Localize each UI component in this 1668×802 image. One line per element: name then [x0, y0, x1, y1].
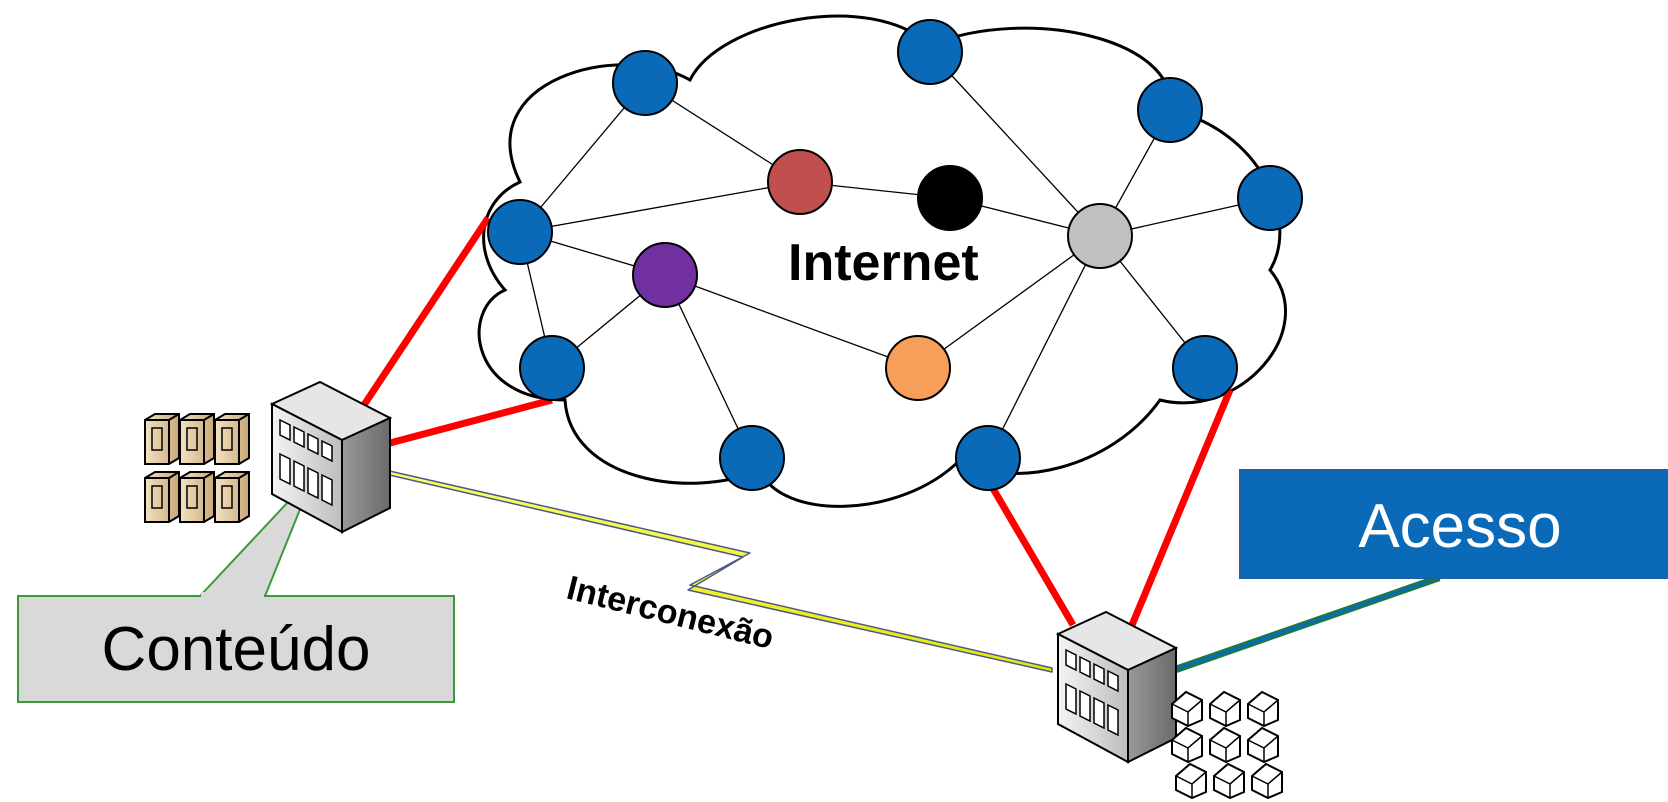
node-blue — [1172, 335, 1238, 401]
node-gray — [1067, 203, 1133, 269]
access-callout-text: Acesso — [1358, 492, 1561, 561]
uplinks — [359, 216, 1234, 627]
node-red — [767, 149, 833, 215]
node-blue — [519, 335, 585, 401]
node-purple — [632, 242, 698, 308]
internet-nodes — [487, 19, 1303, 491]
server-rack-icon — [144, 413, 250, 523]
node-blue — [612, 50, 678, 116]
node-blue — [487, 199, 553, 265]
interconnect-label: Interconexão — [563, 569, 778, 657]
content-callout-text: Conteúdo — [102, 615, 371, 684]
node-blue — [1137, 77, 1203, 143]
datacenter-building-icon — [269, 380, 393, 534]
internet-label: Internet — [788, 234, 979, 292]
access-callout: Acesso — [1157, 469, 1668, 677]
node-orange — [885, 335, 951, 401]
isp-building-icon — [1055, 610, 1179, 764]
house-icon — [1171, 690, 1283, 800]
node-blue — [719, 425, 785, 491]
node-black — [917, 165, 983, 231]
content-callout: Conteúdo — [17, 501, 455, 703]
node-blue — [955, 425, 1021, 491]
node-blue — [1237, 165, 1303, 231]
interconnect-bolt — [384, 469, 1053, 673]
node-blue — [897, 19, 963, 85]
